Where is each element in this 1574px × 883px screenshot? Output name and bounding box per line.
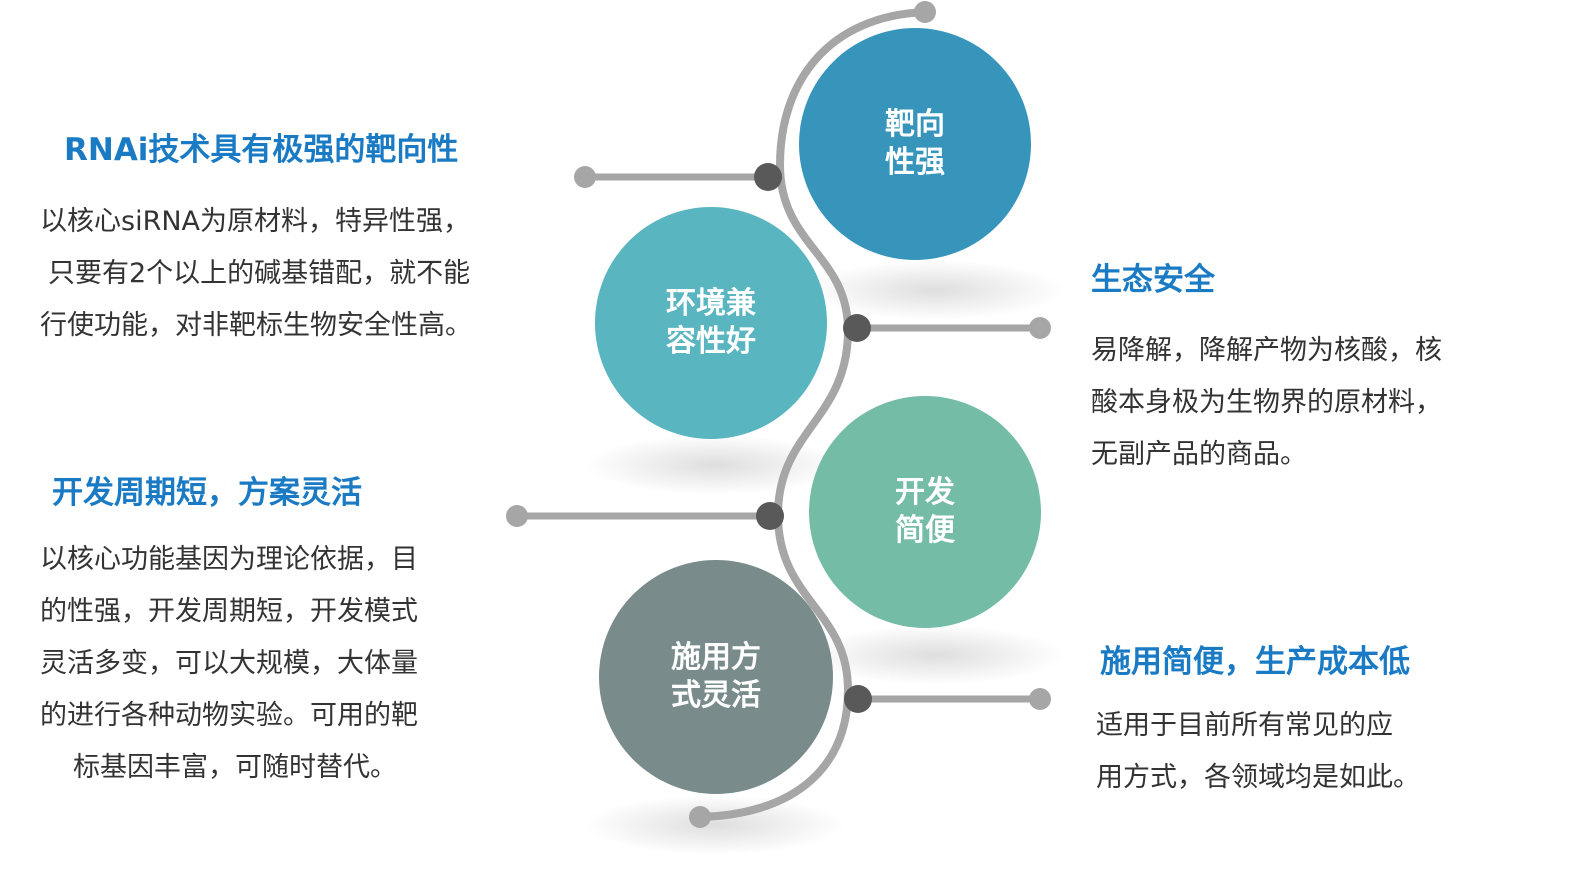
shadow	[805, 625, 1065, 685]
circle-label-environment: 环境兼容性好	[611, 285, 811, 361]
section-title-eco: 生态安全	[1091, 262, 1215, 298]
section-body-application: 适用于目前所有常见的应 用方式，各领域均是如此。	[1096, 700, 1420, 804]
section-body-development: 以核心功能基因为理论依据，目 的性强，开发周期短，开发模式 灵活多变，可以大规模…	[40, 534, 418, 794]
circle-label-application: 施用方式灵活	[616, 639, 816, 715]
circle-targeting	[799, 28, 1031, 260]
connector-2	[843, 314, 1051, 342]
body-line: 用方式，各领域均是如此。	[1096, 762, 1420, 793]
connector-1	[574, 163, 782, 191]
curve-end-dot	[914, 1, 936, 23]
body-line: 行使功能，对非靶标生物安全性高。	[40, 310, 472, 341]
shadow	[585, 435, 845, 495]
circle-development	[809, 396, 1041, 628]
circle-label-development: 开发简便	[825, 474, 1025, 550]
section-title-targeting: RNAi技术具有极强的靶向性	[64, 132, 459, 168]
body-line: 的进行各种动物实验。可用的靶	[40, 700, 418, 731]
label-line: 开发	[895, 475, 955, 510]
body-line: 标基因丰富，可随时替代。	[73, 752, 397, 783]
label-line: 环境兼	[666, 286, 756, 321]
connector-3	[506, 502, 784, 530]
label-line: 容性好	[666, 324, 756, 359]
section-title-development: 开发周期短，方案灵活	[52, 475, 362, 511]
shadow	[585, 795, 845, 855]
body-line: 无副产品的商品。	[1091, 439, 1307, 470]
shadow	[805, 260, 1065, 320]
body-line: 以核心功能基因为理论依据，目	[40, 544, 418, 575]
body-line: 以核心siRNA为原材料，特异性强，	[40, 206, 470, 237]
body-line: 适用于目前所有常见的应	[1096, 710, 1393, 741]
circle-application	[599, 560, 833, 794]
timeline-curve	[699, 8, 926, 821]
label-line: 施用方	[671, 640, 761, 675]
body-line: 易降解，降解产物为核酸，核	[1091, 335, 1442, 366]
section-body-targeting: 以核心siRNA为原材料，特异性强， 只要有2个以上的碱基错配，就不能 行使功能…	[40, 196, 472, 352]
connector-4	[844, 685, 1051, 713]
body-line: 只要有2个以上的碱基错配，就不能	[48, 258, 471, 289]
label-line: 简便	[895, 513, 955, 548]
body-line: 灵活多变，可以大规模，大体量	[40, 648, 418, 679]
section-body-eco: 易降解，降解产物为核酸，核 酸本身极为生物界的原材料， 无副产品的商品。	[1091, 325, 1442, 481]
body-line: 酸本身极为生物界的原材料，	[1091, 387, 1442, 418]
body-line: 的性强，开发周期短，开发模式	[40, 596, 418, 627]
curve-end-dot	[689, 806, 711, 828]
label-line: 性强	[885, 145, 945, 180]
circle-label-targeting: 靶向性强	[815, 106, 1015, 182]
label-line: 式灵活	[671, 678, 761, 713]
section-title-application: 施用简便，生产成本低	[1100, 644, 1410, 680]
label-line: 靶向	[885, 107, 945, 142]
circle-environment	[595, 207, 827, 439]
